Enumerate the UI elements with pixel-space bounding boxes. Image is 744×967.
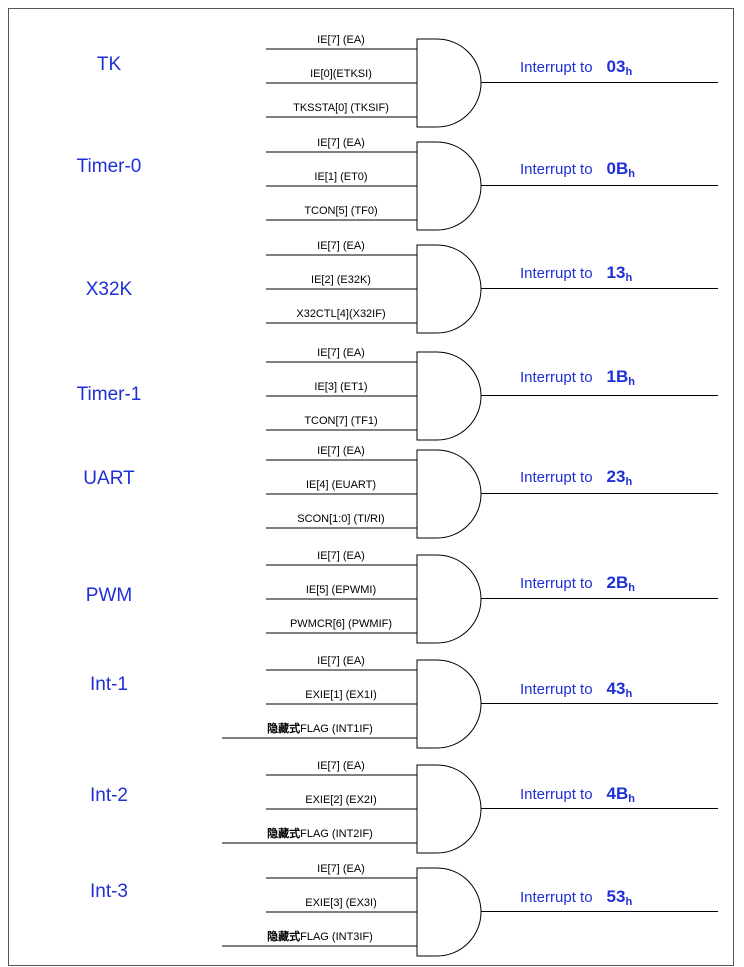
input-signal-label: 隐藏式FLAG (INT2IF) bbox=[267, 826, 373, 840]
vector-suffix: h bbox=[628, 376, 635, 388]
vector-suffix: h bbox=[625, 66, 632, 78]
interrupt-group-pwm: PWM IE[7] (EA) IE[5] (EPWMI) PWMCR[6] (PWMI… bbox=[86, 550, 718, 644]
interrupt-group-uart: UART IE[7] (EA) IE[4] (EUART) SCON[1:0] (TI… bbox=[83, 445, 718, 539]
input-signal-label: TCON[7] (TF1) bbox=[304, 415, 377, 427]
interrupt-to-text: Interrupt to bbox=[520, 575, 593, 592]
source-label: X32K bbox=[86, 279, 133, 300]
interrupt-target-label: Interrupt to 2Bh bbox=[520, 573, 635, 594]
vector-suffix: h bbox=[625, 476, 632, 488]
input-signal-label: IE[5] (EPWMI) bbox=[306, 584, 376, 596]
and-gate bbox=[416, 867, 482, 957]
and-gate bbox=[416, 351, 482, 441]
source-label: TK bbox=[97, 54, 122, 75]
interrupt-target-label: Interrupt to 03h bbox=[520, 57, 632, 78]
input-signal-label: IE[7] (EA) bbox=[317, 34, 365, 46]
vector-suffix: h bbox=[625, 272, 632, 284]
input-signal-label: EXIE[3] (EX3I) bbox=[305, 897, 377, 909]
vector-suffix: h bbox=[628, 582, 635, 594]
input-signal-label: TKSSTA[0] (TKSIF) bbox=[293, 102, 389, 114]
vector-address: 13 bbox=[607, 263, 626, 282]
source-label: PWM bbox=[86, 585, 132, 606]
and-gate bbox=[416, 244, 482, 334]
and-gate bbox=[416, 764, 482, 854]
vector-suffix: h bbox=[625, 896, 632, 908]
interrupt-group-tk: TK IE[7] (EA) IE[0](ETKSI) TKSSTA[0] (TKSIF… bbox=[97, 34, 718, 128]
input-signal-label: IE[1] (ET0) bbox=[314, 171, 367, 183]
source-label: Timer-0 bbox=[77, 156, 142, 177]
vector-address: 0B bbox=[607, 159, 629, 178]
input-signal-label: 隐藏式FLAG (INT3IF) bbox=[267, 929, 373, 943]
input-signal-label: SCON[1:0] (TI/RI) bbox=[297, 513, 384, 525]
vector-address: 2B bbox=[607, 573, 629, 592]
input-signal-label: IE[7] (EA) bbox=[317, 347, 365, 359]
interrupt-group-int-1: Int-1 IE[7] (EA) EXIE[1] (EX1I) 隐藏式FLAG (IN… bbox=[90, 655, 718, 749]
vector-address: 53 bbox=[607, 887, 626, 906]
and-gate bbox=[416, 38, 482, 128]
input-signal-text: FLAG (INT2IF) bbox=[300, 828, 373, 840]
interrupt-group-x32k: X32K IE[7] (EA) IE[2] (E32K) X32CTL[4](X32I… bbox=[86, 240, 718, 334]
interrupt-target-label: Interrupt to 13h bbox=[520, 263, 632, 284]
input-signal-label: IE[7] (EA) bbox=[317, 445, 365, 457]
interrupt-to-text: Interrupt to bbox=[520, 59, 593, 76]
diagram-frame bbox=[8, 8, 734, 966]
input-signal-label: IE[0](ETKSI) bbox=[310, 68, 372, 80]
hidden-prefix-label: 隐藏式 bbox=[267, 721, 300, 735]
input-signal-label: X32CTL[4](X32IF) bbox=[296, 308, 385, 320]
source-label: Int-2 bbox=[90, 785, 128, 806]
interrupt-group-int-2: Int-2 IE[7] (EA) EXIE[2] (EX2I) 隐藏式FLAG (IN… bbox=[90, 760, 718, 854]
input-signal-label: IE[7] (EA) bbox=[317, 655, 365, 667]
hidden-prefix-label: 隐藏式 bbox=[267, 826, 300, 840]
vector-address: 03 bbox=[607, 57, 626, 76]
hidden-prefix-label: 隐藏式 bbox=[267, 929, 300, 943]
input-signal-label: IE[7] (EA) bbox=[317, 863, 365, 875]
input-signal-label: IE[7] (EA) bbox=[317, 137, 365, 149]
source-label: Int-1 bbox=[90, 674, 128, 695]
source-label: UART bbox=[83, 468, 135, 489]
interrupt-to-text: Interrupt to bbox=[520, 161, 593, 178]
interrupt-target-label: Interrupt to 23h bbox=[520, 467, 632, 488]
interrupt-to-text: Interrupt to bbox=[520, 469, 593, 486]
vector-address: 1B bbox=[607, 367, 629, 386]
input-signal-text: FLAG (INT3IF) bbox=[300, 931, 373, 943]
source-label: Timer-1 bbox=[77, 384, 142, 405]
interrupt-group-timer-0: Timer-0 IE[7] (EA) IE[1] (ET0) TCON[5] (TF0… bbox=[77, 137, 718, 231]
interrupt-to-text: Interrupt to bbox=[520, 786, 593, 803]
source-label: Int-3 bbox=[90, 881, 128, 902]
and-gate bbox=[416, 659, 482, 749]
input-signal-label: PWMCR[6] (PWMIF) bbox=[290, 618, 392, 630]
vector-suffix: h bbox=[625, 688, 632, 700]
vector-suffix: h bbox=[628, 168, 635, 180]
interrupt-group-timer-1: Timer-1 IE[7] (EA) IE[3] (ET1) TCON[7] (TF1… bbox=[77, 347, 718, 441]
vector-address: 4B bbox=[607, 784, 629, 803]
interrupt-target-label: Interrupt to 53h bbox=[520, 887, 632, 908]
and-gate bbox=[416, 554, 482, 644]
vector-address: 43 bbox=[607, 679, 626, 698]
input-signal-label: IE[3] (ET1) bbox=[314, 381, 367, 393]
and-gate bbox=[416, 141, 482, 231]
input-signal-label: EXIE[2] (EX2I) bbox=[305, 794, 377, 806]
interrupt-target-label: Interrupt to 4Bh bbox=[520, 784, 635, 805]
input-signal-label: TCON[5] (TF0) bbox=[304, 205, 377, 217]
input-signal-label: IE[7] (EA) bbox=[317, 240, 365, 252]
interrupt-target-label: Interrupt to 1Bh bbox=[520, 367, 635, 388]
input-signal-label: EXIE[1] (EX1I) bbox=[305, 689, 377, 701]
input-signal-label: 隐藏式FLAG (INT1IF) bbox=[267, 721, 373, 735]
interrupt-target-label: Interrupt to 43h bbox=[520, 679, 632, 700]
input-signal-label: IE[7] (EA) bbox=[317, 760, 365, 772]
interrupt-to-text: Interrupt to bbox=[520, 889, 593, 906]
interrupt-to-text: Interrupt to bbox=[520, 265, 593, 282]
interrupt-group-int-3: Int-3 IE[7] (EA) EXIE[3] (EX3I) 隐藏式FLAG (IN… bbox=[90, 863, 718, 957]
interrupt-to-text: Interrupt to bbox=[520, 369, 593, 386]
vector-suffix: h bbox=[628, 793, 635, 805]
interrupt-target-label: Interrupt to 0Bh bbox=[520, 159, 635, 180]
input-signal-label: IE[7] (EA) bbox=[317, 550, 365, 562]
input-signal-label: IE[4] (EUART) bbox=[306, 479, 376, 491]
and-gate bbox=[416, 449, 482, 539]
input-signal-text: FLAG (INT1IF) bbox=[300, 723, 373, 735]
vector-address: 23 bbox=[607, 467, 626, 486]
interrupt-to-text: Interrupt to bbox=[520, 681, 593, 698]
input-signal-label: IE[2] (E32K) bbox=[311, 274, 371, 286]
